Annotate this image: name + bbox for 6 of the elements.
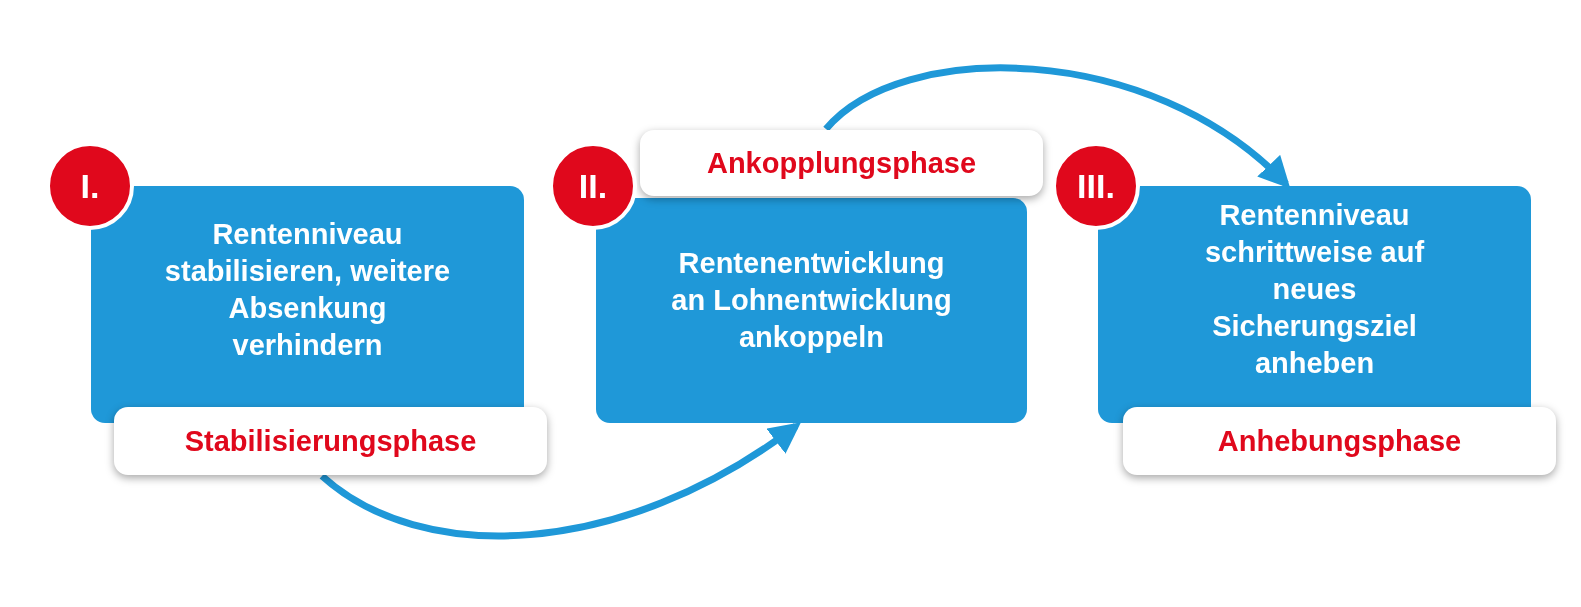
phase-label: Anhebungsphase bbox=[1123, 407, 1556, 475]
phase-label: Ankopplungsphase bbox=[640, 130, 1043, 196]
phase-label: Stabilisierungsphase bbox=[114, 407, 547, 475]
curved-arrow bbox=[823, 64, 1291, 189]
step-card: Rentenentwicklung an Lohnentwicklung ankoppeln bbox=[596, 198, 1027, 423]
curved-arrow bbox=[319, 422, 802, 540]
